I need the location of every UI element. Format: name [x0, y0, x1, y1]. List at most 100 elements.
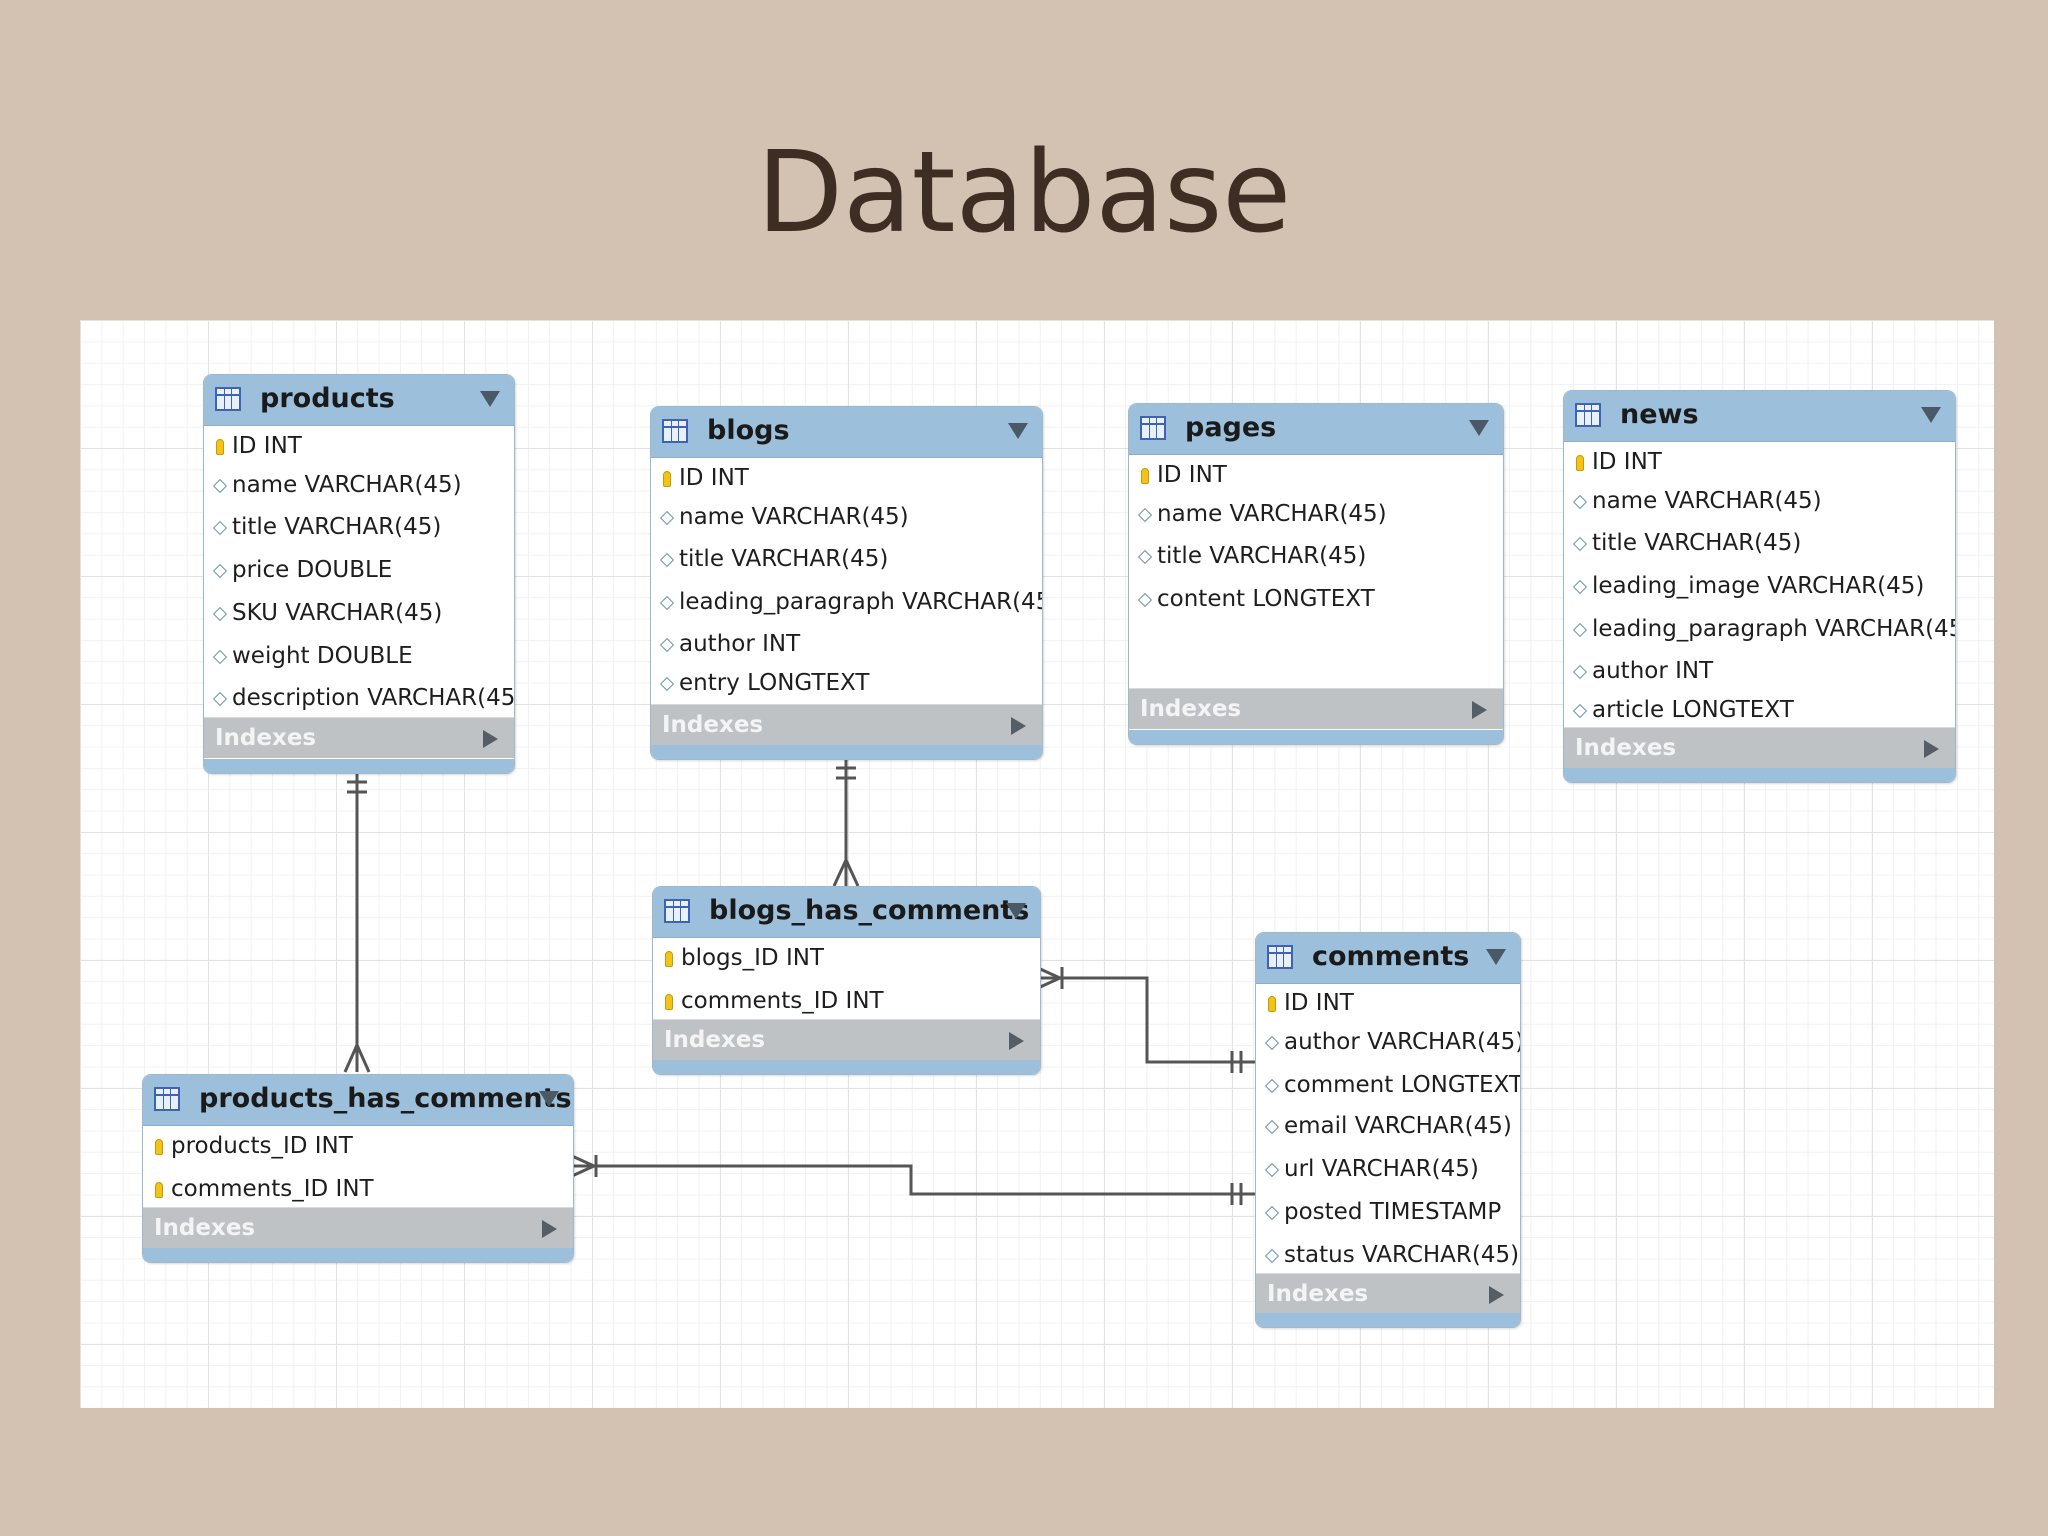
- expand-arrow-icon[interactable]: [1489, 1286, 1504, 1304]
- many-marker: [1037, 966, 1064, 990]
- table-icon: [664, 899, 690, 923]
- primary-key-icon: [663, 471, 671, 487]
- indexes-label: Indexes: [215, 725, 317, 751]
- primary-key-icon: [665, 951, 673, 967]
- collapse-arrow-icon[interactable]: [1008, 423, 1028, 439]
- column-row: ID INT: [1572, 447, 1662, 477]
- primary-key-icon: [665, 994, 673, 1010]
- column-row: name VARCHAR(45): [659, 502, 909, 532]
- table-name: products: [260, 383, 395, 414]
- column-row: price DOUBLE: [212, 555, 392, 585]
- expand-arrow-icon[interactable]: [542, 1220, 557, 1238]
- table-icon: [154, 1087, 180, 1111]
- column-row: url VARCHAR(45): [1264, 1154, 1479, 1184]
- primary-key-icon: [1141, 468, 1149, 484]
- table-products-has-comments[interactable]: products_has_comments products_ID INT co…: [142, 1074, 574, 1263]
- column-row: author INT: [659, 629, 800, 659]
- table-footer: [204, 759, 514, 773]
- primary-key-icon: [1576, 455, 1584, 471]
- table-icon: [1267, 945, 1293, 969]
- table-footer: [143, 1248, 573, 1262]
- relationship-comments-products-has-comments: [572, 1164, 1255, 1196]
- table-footer: [1256, 1313, 1520, 1327]
- indexes-section[interactable]: Indexes: [204, 717, 514, 758]
- table-icon: [662, 419, 688, 443]
- attribute-icon: [212, 563, 228, 579]
- indexes-section[interactable]: Indexes: [651, 704, 1042, 745]
- attribute-icon: [1572, 664, 1588, 680]
- column-row: name VARCHAR(45): [1137, 499, 1387, 529]
- table-footer: [1564, 768, 1955, 782]
- attribute-icon: [1137, 549, 1153, 565]
- collapse-arrow-icon[interactable]: [1486, 949, 1506, 965]
- table-header[interactable]: blogs: [651, 407, 1042, 458]
- indexes-section[interactable]: Indexes: [653, 1019, 1040, 1060]
- column-row: leading_image VARCHAR(45): [1572, 571, 1924, 601]
- attribute-icon: [659, 510, 675, 526]
- collapse-arrow-icon[interactable]: [1469, 420, 1489, 436]
- table-header[interactable]: blogs_has_comments: [653, 887, 1040, 938]
- expand-arrow-icon[interactable]: [1009, 1032, 1024, 1050]
- column-row: comments_ID INT: [661, 986, 884, 1016]
- attribute-icon: [1264, 1205, 1280, 1221]
- attribute-icon: [212, 649, 228, 665]
- slide-title: Database: [756, 128, 1292, 258]
- table-footer: [651, 745, 1042, 759]
- attribute-icon: [1572, 494, 1588, 510]
- table-header[interactable]: comments: [1256, 933, 1520, 984]
- primary-key-icon: [216, 439, 224, 455]
- table-news[interactable]: news ID INT name VARCHAR(45) title VARCH…: [1563, 390, 1956, 783]
- collapse-arrow-icon[interactable]: [1921, 407, 1941, 423]
- column-row: author INT: [1572, 656, 1713, 686]
- table-header[interactable]: news: [1564, 391, 1955, 442]
- relationship-comments-blogs-has-comments: [1038, 976, 1255, 1064]
- one-marker: [347, 780, 367, 794]
- indexes-section[interactable]: Indexes: [1564, 727, 1955, 768]
- table-icon: [215, 387, 241, 411]
- column-row: article LONGTEXT: [1572, 695, 1794, 725]
- column-row: leading_paragraph VARCHAR(45): [659, 587, 1042, 617]
- column-row: status VARCHAR(45): [1264, 1240, 1519, 1270]
- attribute-icon: [212, 691, 228, 707]
- collapse-arrow-icon[interactable]: [539, 1091, 559, 1107]
- table-name: news: [1620, 399, 1699, 430]
- column-row: leading_paragraph VARCHAR(45): [1572, 614, 1955, 644]
- table-header[interactable]: products: [204, 375, 514, 426]
- collapse-arrow-icon[interactable]: [480, 391, 500, 407]
- expand-arrow-icon[interactable]: [1472, 701, 1487, 719]
- one-marker: [1230, 1183, 1243, 1205]
- table-footer: [1129, 730, 1503, 744]
- table-blogs[interactable]: blogs ID INT name VARCHAR(45) title VARC…: [650, 406, 1043, 760]
- column-row: title VARCHAR(45): [1572, 528, 1801, 558]
- attribute-icon: [1572, 536, 1588, 552]
- table-products[interactable]: products ID INT name VARCHAR(45) title V…: [203, 374, 515, 774]
- indexes-section[interactable]: Indexes: [143, 1207, 573, 1248]
- attribute-icon: [1137, 592, 1153, 608]
- column-row: products_ID INT: [151, 1131, 353, 1161]
- indexes-section[interactable]: Indexes: [1129, 688, 1503, 729]
- table-header[interactable]: pages: [1129, 404, 1503, 455]
- primary-key-icon: [155, 1139, 163, 1155]
- table-blogs-has-comments[interactable]: blogs_has_comments blogs_ID INT comments…: [652, 886, 1041, 1075]
- indexes-label: Indexes: [1267, 1281, 1369, 1307]
- expand-arrow-icon[interactable]: [1011, 717, 1026, 735]
- column-row: title VARCHAR(45): [212, 512, 441, 542]
- many-marker: [571, 1154, 598, 1178]
- attribute-icon: [212, 606, 228, 622]
- attribute-icon: [659, 676, 675, 692]
- attribute-icon: [659, 552, 675, 568]
- table-pages[interactable]: pages ID INT name VARCHAR(45) title VARC…: [1128, 403, 1504, 745]
- one-marker: [836, 766, 856, 780]
- table-header[interactable]: products_has_comments: [143, 1075, 573, 1126]
- column-row: content LONGTEXT: [1137, 584, 1375, 614]
- expand-arrow-icon[interactable]: [483, 730, 498, 748]
- expand-arrow-icon[interactable]: [1924, 740, 1939, 758]
- attribute-icon: [212, 478, 228, 494]
- indexes-section[interactable]: Indexes: [1256, 1273, 1520, 1314]
- attribute-icon: [659, 595, 675, 611]
- table-comments[interactable]: comments ID INT author VARCHAR(45) comme…: [1255, 932, 1521, 1328]
- column-row: blogs_ID INT: [661, 943, 824, 973]
- collapse-arrow-icon[interactable]: [1006, 903, 1026, 919]
- attribute-icon: [1264, 1248, 1280, 1264]
- column-row: ID INT: [212, 431, 302, 461]
